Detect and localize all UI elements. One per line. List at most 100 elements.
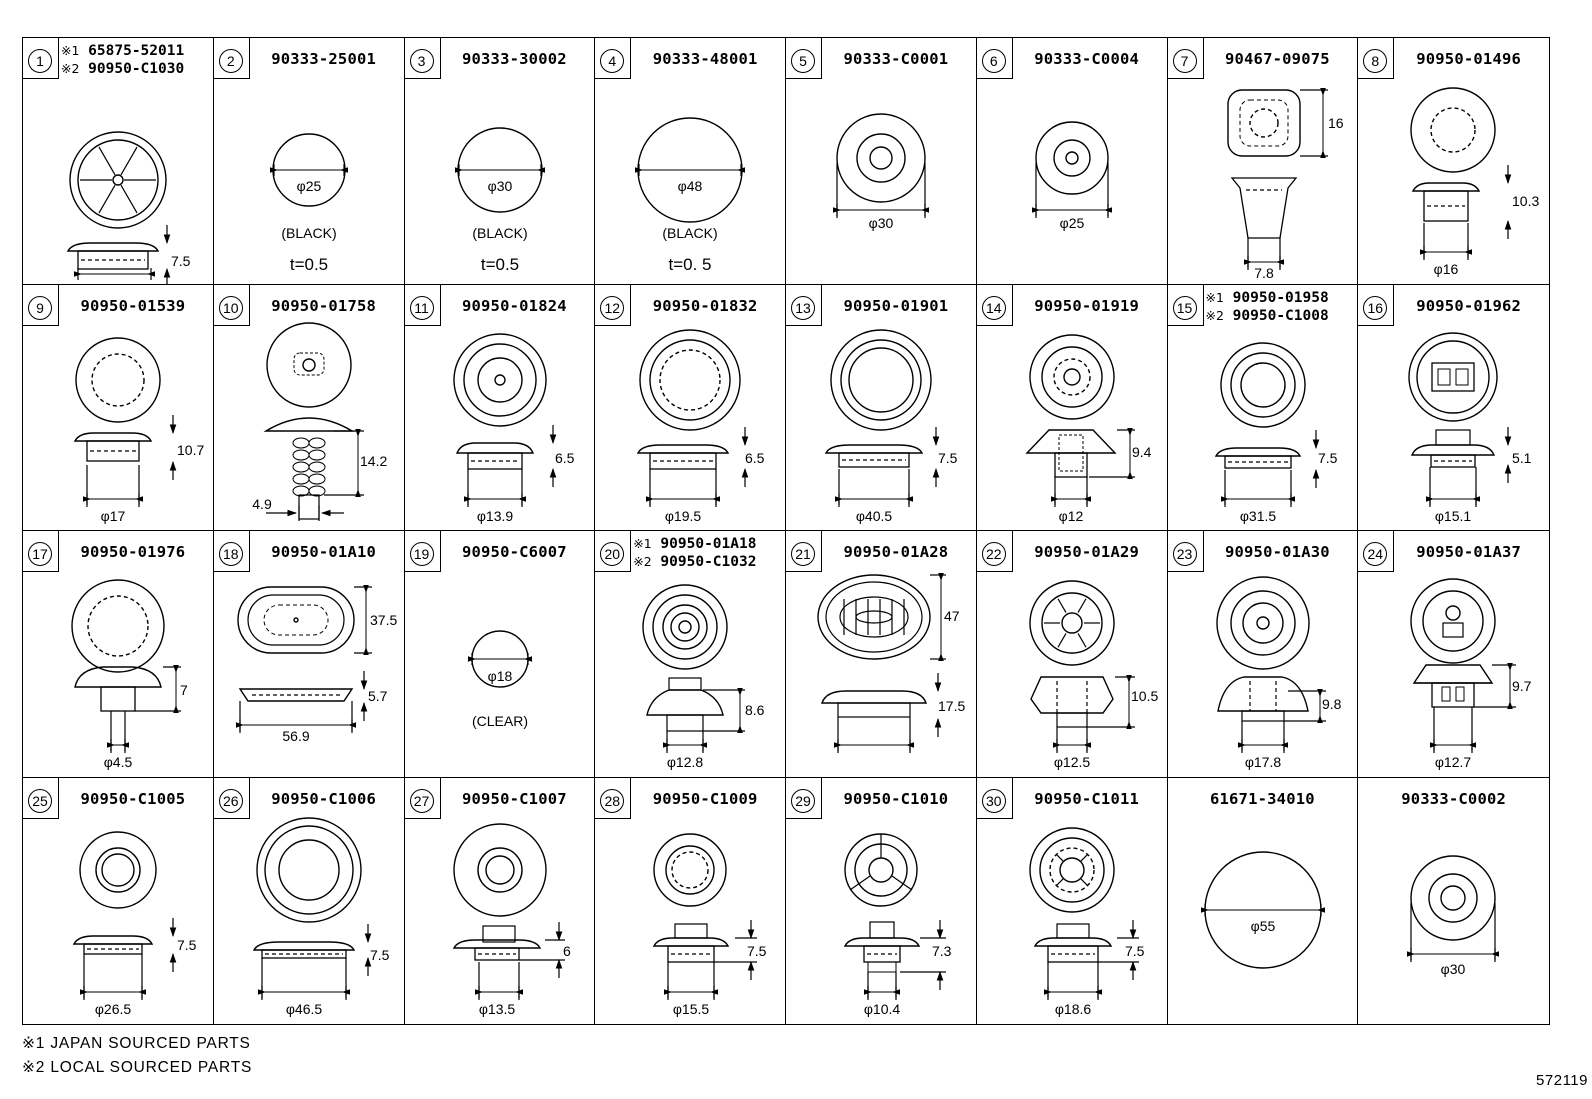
part-index-number: 24 [1363,542,1388,566]
part-number: 90950-01958 [1232,289,1329,306]
part-cell: 12 90950-01832 6.5 φ19.5 [595,284,786,531]
color-label: (BLACK) [281,225,336,241]
diameter-label: φ15.5 [673,1001,710,1017]
height-label: 8.6 [745,702,765,718]
part-number: 90950-01832 [652,296,758,315]
part-index-number: 7 [1172,49,1197,73]
part-number: 90950-C1032 [660,554,757,570]
part-drawing: 7.5 φ18.6 [1029,826,1145,1017]
part-drawing: 167.8 [1226,88,1344,281]
part-number: 90950-01824 [461,296,567,315]
part-index-number: 26 [218,788,243,813]
part-number: 90950-C1010 [843,789,949,808]
diameter-label: φ12 [1058,508,1083,524]
height-label: 7.5 [1318,450,1338,466]
diameter-label: φ16 [1434,261,1459,277]
index-frame [23,38,59,79]
part-number-line: ※2 90950-C1008 [1206,307,1329,325]
height-label: 37.5 [370,612,397,628]
height-label: 7.5 [177,937,197,953]
height-label: 9.7 [1512,678,1532,694]
part-number: 90950-C6007 [461,543,567,561]
part-index-number: 12 [600,295,625,320]
index-frame [1167,38,1204,79]
height-label: 7.5 [938,450,958,466]
part-index-number: 21 [791,542,815,566]
diameter-label: φ15.1 [1435,508,1472,524]
thickness-label: t=0. 5 [669,255,712,274]
part-index-number: 25 [28,788,52,813]
part-number-line: ※1 90950-01958 [1206,289,1329,307]
part-number-pair: ※1 90950-01958※2 90950-C1008 [1206,289,1329,325]
index-frame [213,284,250,326]
footnote-local-sourced: ※2 LOCAL SOURCED PARTS [22,1059,253,1076]
diameter-label: φ30 [1441,961,1466,977]
part-index-number: 27 [409,788,434,813]
diameter-label: φ46.5 [286,1001,323,1017]
index-frame [1167,284,1204,326]
height-label: 7.5 [370,947,390,963]
part-index-number: 5 [791,49,815,73]
height-label: 5.1 [1512,450,1532,466]
index-frame [786,777,822,819]
part-index-number: 23 [1172,542,1197,566]
part-cell: 90333-C0002 φ30 [1358,778,1549,1025]
index-frame [213,777,250,819]
height-label: 7.5 [1125,943,1145,959]
depth-label: 5.7 [368,688,388,704]
part-drawing: 7φ4.5 [71,579,188,770]
part-drawing: 7.5φ37.8 [66,131,191,284]
part-number: 90950-01A10 [271,543,377,561]
diameter-label: φ12.8 [667,754,704,770]
index-frame [786,284,822,326]
part-number: 90950-01919 [1034,296,1140,315]
diameter-label: φ19.5 [665,508,702,524]
parts-grid: 1※1 65875-52011※2 90950-C1030 7.5φ37.829… [22,37,1550,1025]
part-index-number: 3 [409,49,434,73]
diameter-label: φ13.5 [478,1001,515,1017]
color-label: (BLACK) [472,225,527,241]
index-frame [976,777,1013,819]
source-mark: ※2 [61,61,80,76]
part-number-line: ※1 65875-52011 [61,42,184,60]
part-drawing: 7.5 φ46.5 [252,816,390,1017]
part-index-number: 15 [1172,295,1197,320]
height-label: 16 [1328,115,1344,131]
part-number: 90950-01962 [1416,296,1522,315]
diameter-label: φ18 [487,668,512,684]
diameter-label: φ25 [1059,215,1084,231]
width-label: 7.8 [1254,265,1274,281]
height-label: 9.8 [1322,696,1342,712]
part-drawing: 6.5 φ19.5 [637,328,765,524]
part-drawing: φ30 [1407,854,1500,977]
diameter-label: φ18.6 [1055,1001,1092,1017]
diagram-reference-number: 572119 [1536,1072,1588,1089]
part-number: 90950-01496 [1416,50,1522,68]
height-label: 6.5 [745,450,765,466]
width-label: 56.9 [282,728,309,744]
part-number: 90950-C1007 [461,789,567,808]
part-index-number: 1 [28,49,52,73]
index-frame [595,284,632,326]
part-number-line: ※1 90950-01A18 [633,535,756,553]
